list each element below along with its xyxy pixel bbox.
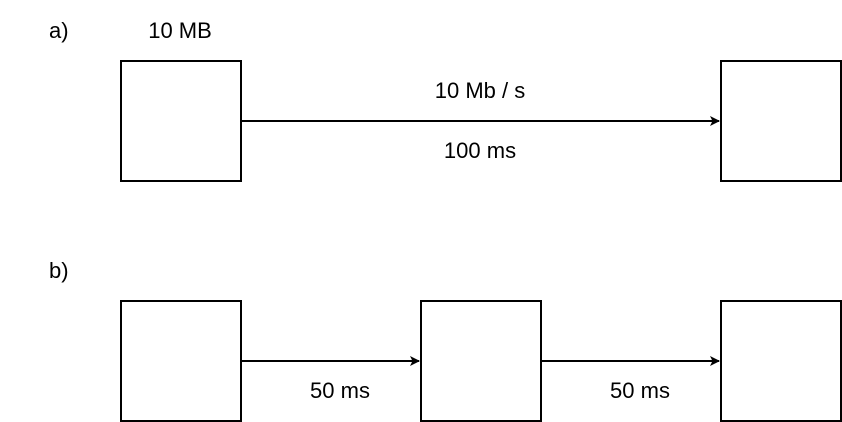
- node-b-destination: [720, 300, 842, 422]
- node-b-source: [120, 300, 242, 422]
- link-rate-label: 10 Mb / s: [435, 78, 525, 103]
- part-b-label: b): [49, 258, 69, 283]
- node-a-destination: [720, 60, 842, 182]
- link-b2-delay-label: 50 ms: [610, 378, 670, 403]
- link-b1-delay-label: 50 ms: [310, 378, 370, 403]
- part-a-label: a): [49, 18, 69, 43]
- data-size-label: 10 MB: [148, 18, 212, 43]
- node-a-source: [120, 60, 242, 182]
- link-a-delay-label: 100 ms: [444, 138, 516, 163]
- node-b-middle: [420, 300, 542, 422]
